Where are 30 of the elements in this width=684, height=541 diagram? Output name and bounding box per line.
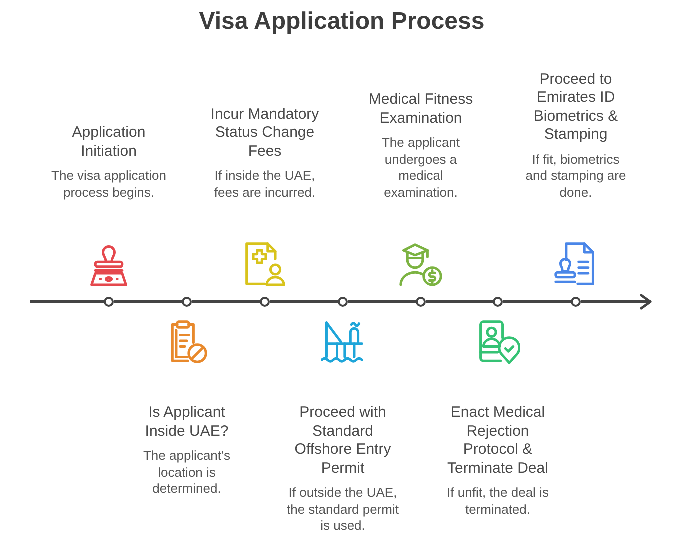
timeline-line (426, 300, 493, 304)
timeline-line (503, 300, 571, 304)
milestone-description: If unfit, the deal is terminated. (446, 485, 550, 518)
timeline-dot (493, 297, 503, 307)
milestone-title: Incur Mandatory Status Change Fees (210, 106, 320, 161)
milestone-title: Medical Fitness Examination (368, 91, 474, 128)
milestone-description: The applicant undergoes a medical examination. (380, 135, 462, 201)
milestone-description: The visa application process begins. (50, 168, 168, 201)
timeline-dot (416, 297, 426, 307)
milestone-title: Application Initiation (71, 124, 147, 161)
milestone-title: Proceed to Emirates ID Biometrics & Stamping (532, 70, 620, 144)
timeline-line (348, 300, 416, 304)
diagram-title: Visa Application Process (199, 8, 485, 36)
milestone-title: Proceed with Standard Offshore Entry Permit (294, 404, 392, 478)
timeline-line (114, 300, 182, 304)
milestone-description: If fit, biometrics and stamping are done. (524, 152, 628, 201)
milestone-title: Enact Medical Rejection Protocol & Terminate Deal (446, 404, 550, 478)
milestone-description: The applicant's location is determined. (142, 448, 232, 498)
timeline-dot (182, 297, 192, 307)
milestone-description: If inside the UAE, fees are incurred. (213, 168, 317, 201)
timeline-dot (338, 297, 348, 307)
timeline-arrow (581, 294, 652, 310)
timeline-line (30, 300, 104, 304)
milestone-title: Is Applicant Inside UAE? (144, 404, 230, 441)
milestone-description: If outside the UAE, the standard permit is used. (286, 485, 400, 534)
timeline-dot (104, 297, 114, 307)
timeline-line (270, 300, 338, 304)
timeline-dot (571, 297, 581, 307)
timeline-dot (260, 297, 270, 307)
timeline-line (192, 300, 260, 304)
